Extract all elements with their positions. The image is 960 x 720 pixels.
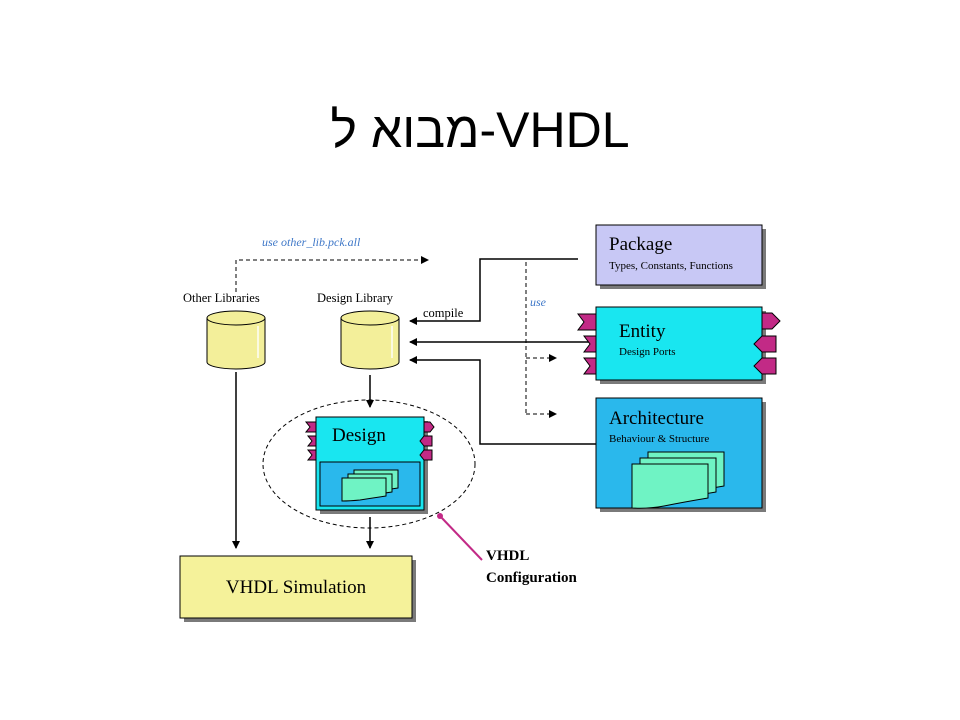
other-libraries-database-icon [206, 310, 266, 370]
package-box [595, 224, 766, 289]
package-subtitle: Types, Constants, Functions [609, 260, 733, 272]
configuration-ellipse [262, 399, 476, 529]
design-library-label: Design Library [317, 291, 394, 305]
design-title: Design [332, 425, 386, 446]
use-other-lib-label: use other_lib.pck.all [262, 235, 361, 249]
architecture-title: Architecture [609, 408, 704, 429]
entity-port-icons [577, 312, 781, 375]
configuration-label-line1: VHDL [486, 548, 529, 564]
use-other-lib-connector [235, 256, 429, 292]
compile-label: compile [423, 306, 464, 320]
architecture-to-library-connector [409, 356, 596, 445]
slide-title: מבוא ל-VHDL [330, 102, 630, 158]
configuration-label-line2: Configuration [486, 570, 578, 586]
other-libraries-label: Other Libraries [183, 291, 260, 305]
entity-title: Entity [619, 321, 666, 342]
configuration-pointer [437, 513, 483, 561]
package-title: Package [609, 234, 672, 255]
architecture-documents-icon [631, 451, 725, 509]
design-port-icons [304, 421, 435, 461]
use-label: use [530, 295, 547, 309]
design-documents-icon [341, 469, 399, 502]
architecture-subtitle: Behaviour & Structure [609, 433, 709, 445]
entity-box [595, 306, 766, 384]
vhdl-simulation-label: VHDL Simulation [226, 577, 367, 598]
entity-subtitle: Design Ports [619, 346, 676, 358]
use-connector [525, 262, 557, 418]
vhdl-simulation-box [179, 555, 416, 622]
design-library-database-icon [340, 310, 400, 370]
compile-connector [409, 258, 578, 325]
